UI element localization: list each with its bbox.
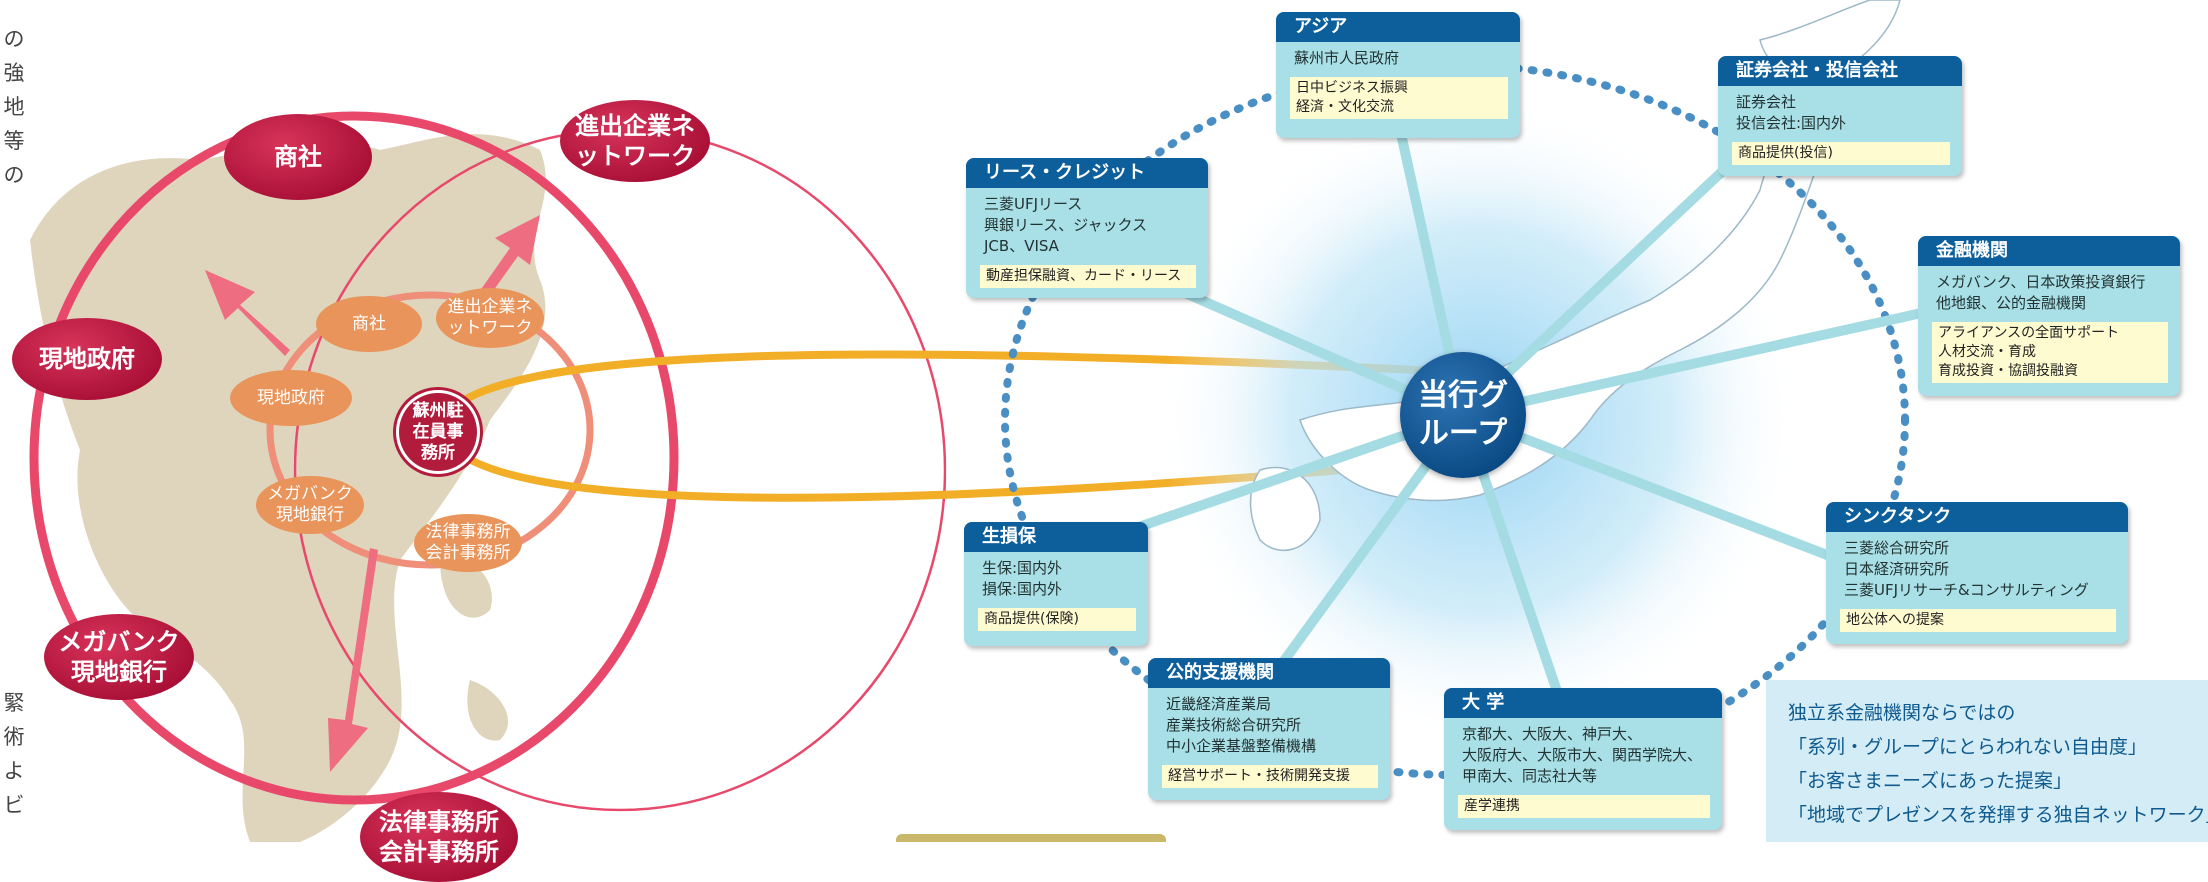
arrow-south — [328, 548, 378, 772]
box-financial: 金融機関 メガバンク、日本政策投資銀行他地銀、公的金融機関 アライアンスの全面サ… — [1918, 236, 2180, 396]
box-insurance: 生損保 生保:国内外損保:国内外 商品提供(保険) — [964, 522, 1148, 646]
box-highlight: アライアンスの全面サポート — [1938, 325, 2120, 341]
info-panel: 独立系金融機関ならではの 「系列・グループにとらわれない自由度」 「お客さまニー… — [1766, 680, 2208, 842]
box-highlight: 日中ビジネス振興 — [1296, 80, 1408, 96]
box-title: アジア — [1276, 12, 1520, 42]
box-line: JCB、VISA — [984, 237, 1059, 255]
box-line: 証券会社 — [1736, 93, 1797, 111]
inner-node-network: 進出企業ネットワーク — [436, 288, 544, 348]
side-char: 強 — [3, 61, 25, 85]
box-line: 日本経済研究所 — [1844, 560, 1950, 578]
box-highlight: 育成投資・協調投融資 — [1938, 363, 2078, 379]
box-line: 三菱UFJリサーチ&コンサルティング — [1844, 581, 2089, 599]
box-line: 近畿経済産業局 — [1166, 695, 1272, 713]
side-char: の — [3, 163, 25, 187]
box-highlight: 商品提供(保険) — [984, 611, 1079, 627]
side-char: の — [3, 27, 25, 51]
outer-node-bank: メガバンク現地銀行 — [44, 614, 194, 700]
box-title: リース・クレジット — [966, 158, 1208, 188]
box-highlight: 人材交流・育成 — [1938, 344, 2036, 360]
side-char: 等 — [3, 129, 25, 153]
side-char: 地 — [3, 95, 25, 119]
box-line: メガバンク、日本政策投資銀行 — [1936, 273, 2146, 291]
inner-node-gov: 現地政府 — [230, 370, 352, 426]
box-highlight: 商品提供(投信) — [1738, 145, 1833, 161]
box-line: 産業技術総合研究所 — [1166, 716, 1302, 734]
outer-node-law: 法律事務所会計事務所 — [360, 792, 518, 882]
box-line: 投信会社:国内外 — [1736, 114, 1847, 132]
info-line: 独立系金融機関ならではの — [1788, 702, 2016, 724]
box-line: 興銀リース、ジャックス — [984, 216, 1148, 234]
box-title: シンクタンク — [1826, 502, 2128, 532]
side-char: 術 — [3, 725, 25, 749]
box-title: 金融機関 — [1918, 236, 2180, 266]
box-public: 公的支援機関 近畿経済産業局産業技術総合研究所中小企業基盤整備機構 経営サポート… — [1148, 658, 1390, 800]
side-text-bottom: 緊 術 よ ビ — [2, 686, 26, 822]
box-line: 三菱UFJリース — [984, 195, 1083, 213]
outer-node-shosha: 商社 — [224, 114, 372, 200]
arrow-northeast — [470, 215, 540, 312]
arrow-northwest — [205, 270, 290, 356]
box-highlight: 産学連携 — [1464, 798, 1520, 814]
box-thinktank: シンクタンク 三菱総合研究所日本経済研究所三菱UFJリサーチ&コンサルティング … — [1826, 502, 2128, 644]
outer-node-gov: 現地政府 — [12, 318, 162, 400]
info-line: 「お客さまニーズにあった提案」 — [1788, 770, 2073, 792]
box-lease: リース・クレジット 三菱UFJリース興銀リース、ジャックス JCB、VISA 動産… — [966, 158, 1208, 298]
box-highlight: 動産担保融資、カード・リース — [986, 268, 1182, 284]
box-highlight: 経済・文化交流 — [1296, 99, 1394, 115]
box-line: 中小企業基盤整備機構 — [1166, 737, 1317, 755]
box-asia: アジア 蘇州市人民政府 日中ビジネス振興経済・文化交流 — [1276, 12, 1520, 138]
box-highlight: 経営サポート・技術開発支援 — [1168, 768, 1350, 784]
box-line: 京都大、大阪大、神戸大、 — [1462, 725, 1643, 743]
asia-map-islands — [440, 558, 509, 741]
box-line: 生保:国内外 — [982, 559, 1063, 577]
box-line: 甲南大、同志社大等 — [1462, 767, 1598, 785]
inner-ring — [266, 291, 594, 569]
side-char: よ — [3, 759, 25, 783]
outer-ring — [29, 111, 679, 805]
outer-node-network: 進出企業ネットワーク — [560, 100, 710, 182]
suzhou-office: 蘇州駐在員事務所 — [396, 390, 480, 474]
hub-node: 当行グループ — [1400, 352, 1526, 478]
box-line: 大阪府大、大阪市大、関西学院大、 — [1462, 746, 1703, 764]
box-highlight: 地公体への提案 — [1846, 612, 1944, 628]
inner-node-shosha: 商社 — [316, 296, 422, 352]
box-securities: 証券会社・投信会社 証券会社投信会社:国内外 商品提供(投信) — [1718, 56, 1962, 176]
inner-node-bank: メガバンク現地銀行 — [256, 476, 364, 534]
info-line: 「地域でプレゼンスを発揮する独自ネットワーク」 — [1788, 804, 2208, 826]
box-title: 公的支援機関 — [1148, 658, 1390, 688]
side-char: 緊 — [3, 691, 25, 715]
box-title: 証券会社・投信会社 — [1718, 56, 1962, 86]
side-char: ビ — [3, 793, 25, 817]
box-line: 損保:国内外 — [982, 580, 1063, 598]
box-title: 大 学 — [1444, 688, 1722, 718]
box-line: 蘇州市人民政府 — [1294, 49, 1400, 67]
box-line: 三菱総合研究所 — [1844, 539, 1950, 557]
box-line: 他地銀、公的金融機関 — [1936, 294, 2087, 312]
box-university: 大 学 京都大、大阪大、神戸大、大阪府大、大阪市大、関西学院大、甲南大、同志社大… — [1444, 688, 1722, 830]
side-text-top: の 強 地 等 の — [2, 22, 26, 192]
inner-node-law: 法律事務所会計事務所 — [414, 514, 522, 572]
box-title: 生損保 — [964, 522, 1148, 552]
info-line: 「系列・グループにとらわれない自由度」 — [1788, 736, 2147, 758]
bottom-tab — [896, 834, 1166, 842]
